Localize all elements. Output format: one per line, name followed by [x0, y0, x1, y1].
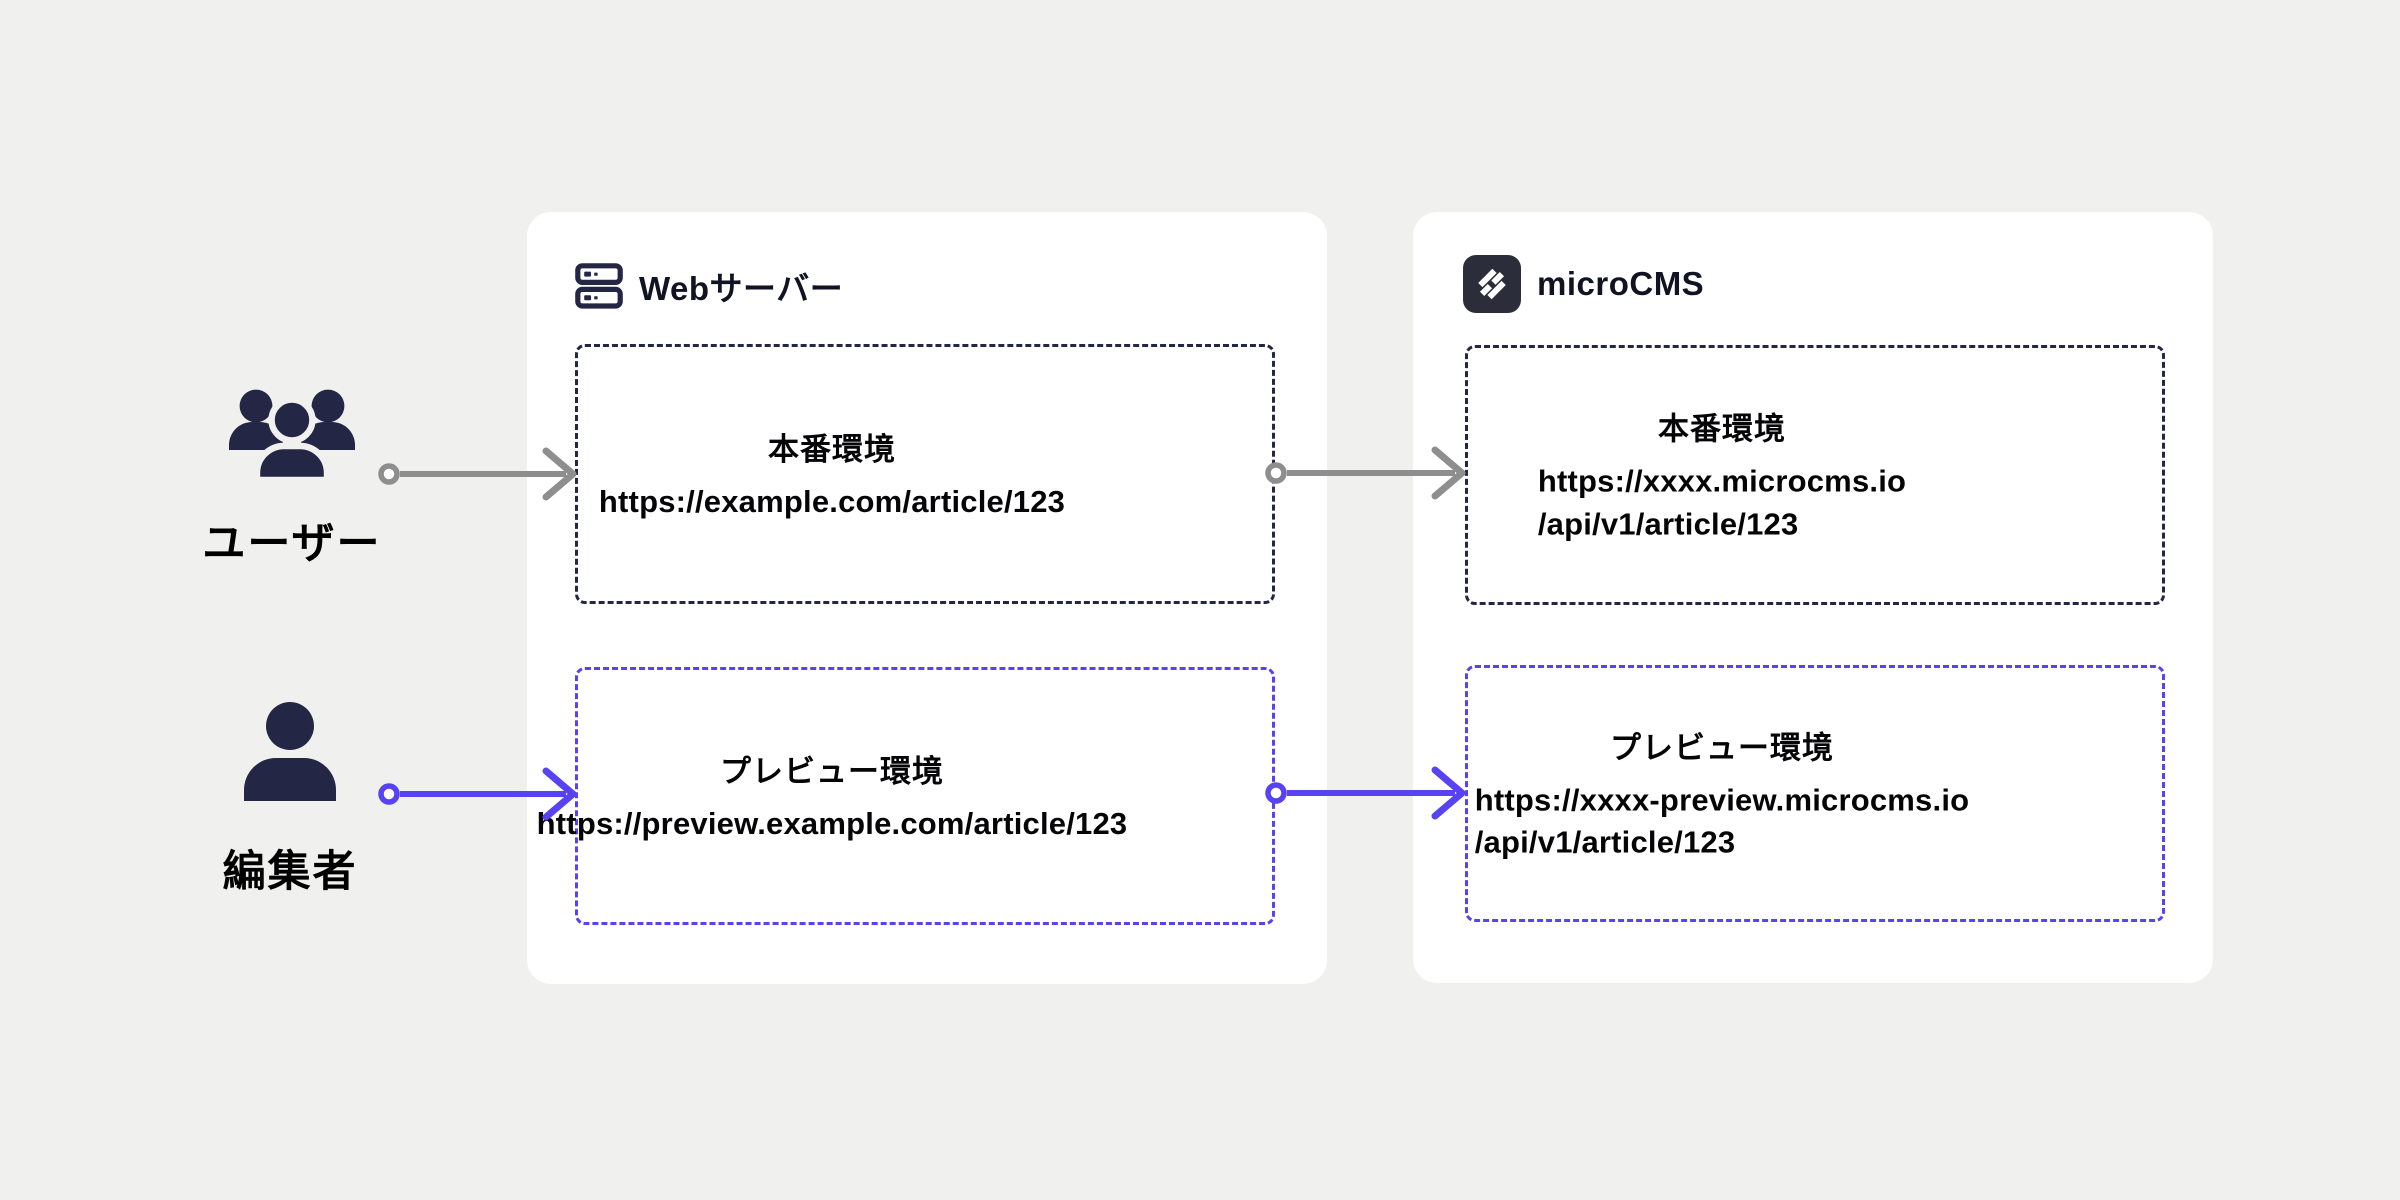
server-icon	[575, 263, 623, 309]
web-server-card: Webサーバー 本番環境 https://example.com/article…	[527, 212, 1327, 984]
arrow-users-to-web-production	[378, 447, 577, 501]
web-production-url: https://example.com/article/123	[599, 481, 1065, 524]
web-production-title: 本番環境	[767, 432, 896, 468]
users-group-icon	[226, 383, 358, 481]
arrow-web-to-cms-production	[1265, 446, 1466, 500]
cms-production-url: https://xxxx.microcms.io /api/v1/article…	[1538, 461, 1906, 547]
web-server-card-header: Webサーバー	[575, 256, 843, 316]
microcms-card-title: microCMS	[1537, 265, 1705, 302]
arrow-editor-to-web-preview	[378, 767, 577, 821]
url-line: /api/v1/article/123	[1537, 506, 1799, 542]
cms-preview-title: プレビュー環境	[1610, 730, 1834, 766]
url-line: https://xxxx-preview.microcms.io	[1474, 782, 1970, 818]
cms-preview-box: プレビュー環境 https://xxxx-preview.microcms.io…	[1465, 665, 2165, 922]
web-server-card-title: Webサーバー	[639, 270, 844, 307]
cms-production-title: 本番環境	[1658, 411, 1786, 447]
actor-users: ユーザー	[157, 383, 427, 571]
actor-users-label: ユーザー	[202, 520, 382, 568]
actor-editor: 編集者	[155, 701, 425, 899]
web-preview-url: https://preview.example.com/article/123	[537, 803, 1128, 846]
cms-preview-url: https://xxxx-preview.microcms.io /api/v1…	[1475, 779, 1970, 865]
microcms-logo-icon	[1463, 255, 1521, 313]
microcms-card-header: microCMS	[1463, 254, 1704, 314]
microcms-card: microCMS 本番環境 https://xxxx.microcms.io /…	[1413, 212, 2213, 983]
actor-editor-label: 編集者	[222, 848, 358, 896]
url-line: https://preview.example.com/article/123	[536, 806, 1128, 842]
url-line: https://xxxx.microcms.io	[1537, 463, 1907, 499]
web-production-box: 本番環境 https://example.com/article/123	[575, 344, 1275, 604]
url-line: https://example.com/article/123	[598, 484, 1066, 520]
arrow-web-to-cms-preview	[1265, 766, 1466, 820]
person-icon	[242, 701, 338, 801]
url-line: /api/v1/article/123	[1474, 825, 1736, 860]
web-preview-title: プレビュー環境	[719, 754, 944, 790]
cms-production-box: 本番環境 https://xxxx.microcms.io /api/v1/ar…	[1465, 345, 2165, 605]
